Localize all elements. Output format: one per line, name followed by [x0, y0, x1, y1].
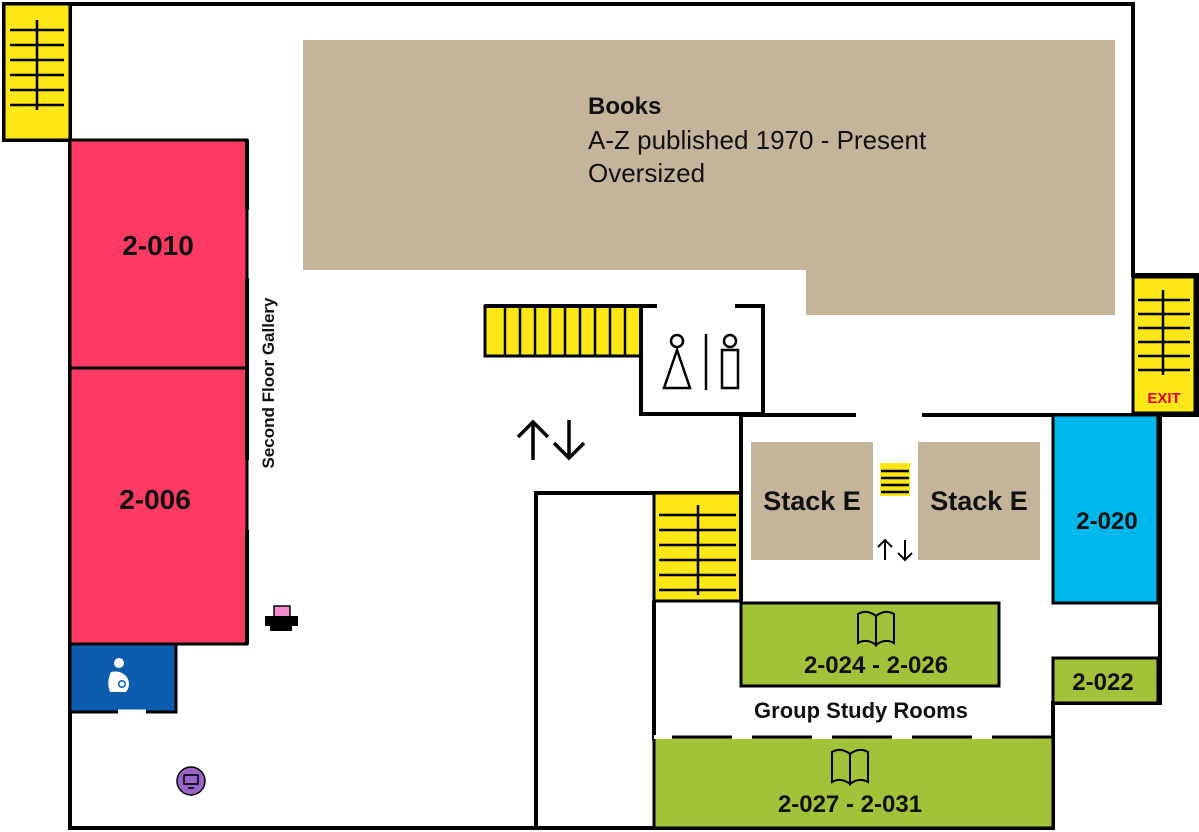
exit-sign[interactable]: EXIT: [1147, 390, 1180, 407]
stairs-top-left: [2, 2, 72, 142]
room-2-020-label: 2-020: [1076, 508, 1137, 535]
printer-icon[interactable]: [265, 605, 298, 631]
restroom[interactable]: [639, 304, 765, 416]
stack-e-right[interactable]: Stack E: [918, 442, 1040, 560]
nursing-room-icon: [108, 658, 129, 692]
room-2-022-label: 2-022: [1072, 669, 1133, 696]
stairs-right-exit: [1131, 275, 1197, 415]
open-book-icon: [831, 748, 869, 787]
gallery-label: Second Floor Gallery: [259, 297, 278, 469]
elevator-arrows-icon[interactable]: [516, 419, 586, 461]
room-2-022[interactable]: 2-022: [1051, 656, 1160, 705]
books-line-1: A-Z published 1970 - Present: [588, 125, 927, 155]
books-line-2: Oversized: [588, 158, 705, 188]
stairs-small: [880, 463, 910, 496]
books-area[interactable]: Books A-Z published 1970 - Present Overs…: [303, 40, 1115, 315]
room-2-024-2-026-label: 2-024 - 2-026: [804, 652, 948, 679]
computer-icon[interactable]: [176, 766, 206, 796]
nursing-room[interactable]: [68, 642, 178, 714]
books-title: Books: [588, 93, 661, 120]
room-2-006-label: 2-006: [119, 484, 191, 515]
stack-e-right-label: Stack E: [930, 486, 1028, 516]
stairs-lower: [652, 491, 743, 603]
room-2-006[interactable]: 2-006: [68, 366, 249, 646]
room-2-027-2-031[interactable]: 2-027 - 2-031: [652, 735, 1055, 830]
room-2-010-label: 2-010: [122, 230, 194, 261]
elevator-arrows-small-icon[interactable]: [877, 538, 913, 562]
stack-e-left[interactable]: Stack E: [751, 442, 873, 560]
room-2-024-2-026[interactable]: 2-024 - 2-026: [739, 601, 1001, 688]
open-book-icon: [857, 610, 895, 648]
restroom-icon: [662, 333, 740, 390]
group-study-rooms-label: Group Study Rooms: [754, 698, 968, 723]
stack-e-left-label: Stack E: [763, 486, 861, 516]
stairs-center: [483, 304, 643, 358]
room-2-010[interactable]: 2-010: [68, 138, 249, 370]
room-2-027-2-031-label: 2-027 - 2-031: [778, 791, 922, 818]
room-2-020[interactable]: 2-020: [1051, 413, 1160, 605]
